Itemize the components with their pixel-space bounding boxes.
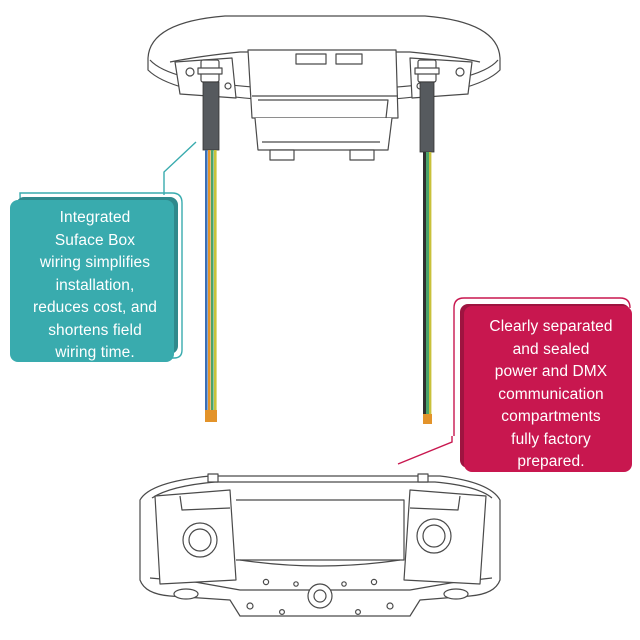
left-callout-line: reduces cost, and (32, 299, 158, 316)
right-callout-line: power and DMX (494, 363, 608, 380)
left-cable (202, 81, 220, 422)
left-leader-line (163, 141, 197, 195)
lower-surface-box (139, 473, 501, 617)
left-callout-line: wiring simplifies (39, 254, 151, 271)
right-callout-line: communication (498, 385, 604, 403)
left-callout-line: Suface Box (54, 231, 136, 249)
right-leader-line (397, 436, 453, 465)
right-cable (419, 81, 435, 424)
left-callout-box (10, 192, 183, 362)
upper-fixture (147, 15, 501, 161)
left-callout-line: shortens field (48, 321, 142, 339)
left-callout-line: Integrated (59, 209, 131, 226)
left-callout-text: Integrated Suface Box wiring simplifies … (12, 207, 178, 365)
right-callout-line: compartments (501, 408, 601, 425)
right-callout-box (453, 297, 632, 472)
right-callout-line: fully factory (511, 430, 591, 448)
right-callout-line: Clearly separated (489, 318, 613, 335)
left-callout-line: wiring time. (55, 344, 135, 361)
right-callout-line: prepared. (517, 453, 585, 470)
right-callout-text: Clearly separated and sealed power and D… (466, 316, 636, 474)
right-callout-line: and sealed (512, 340, 590, 358)
left-callout-line: installation, (55, 276, 135, 294)
